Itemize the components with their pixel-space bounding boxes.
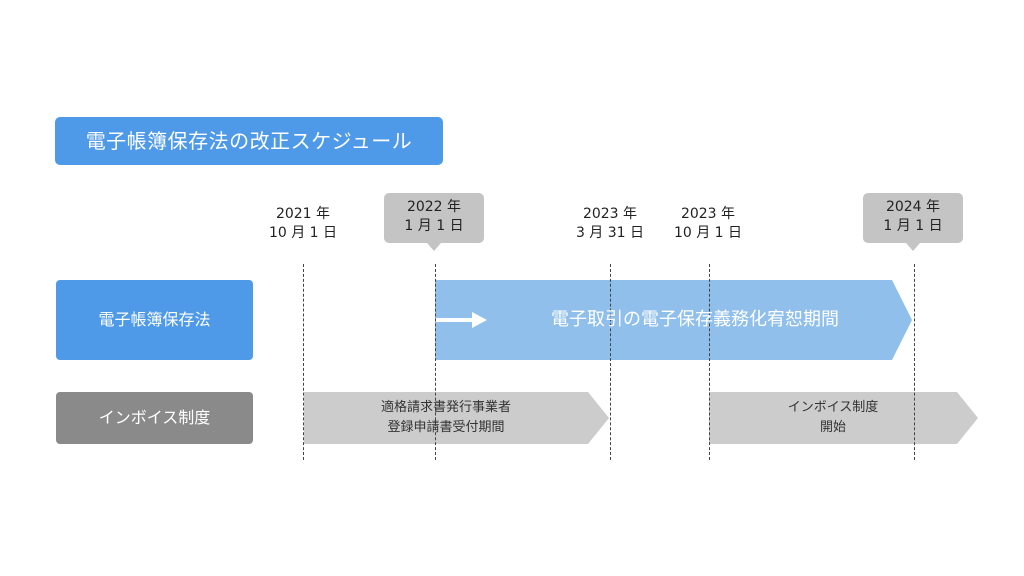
ebook-period-bar (435, 280, 912, 360)
divider-line (610, 264, 611, 460)
date-day: 1 月 1 日 (404, 218, 464, 234)
date-day: 10 月 1 日 (268, 225, 338, 241)
invoice-start-bar (709, 392, 978, 444)
ebook-period-text: 電子取引の電子保存義務化宥恕期間 (551, 309, 839, 330)
row-label-ebook: 電子帳簿保存法 (56, 280, 253, 360)
date-2023-10-01: 2023 年 10 月 1 日 (658, 205, 758, 243)
arrow-right-icon (436, 312, 487, 328)
date-day: 3 月 31 日 (575, 225, 645, 241)
date-year: 2022 年 (406, 199, 462, 215)
registration-line-1: 適格請求書発行事業者 (380, 400, 511, 415)
divider-line (303, 264, 304, 460)
divider-line (435, 264, 436, 460)
date-year: 2021 年 (275, 206, 331, 222)
date-2024-01-01: 2024 年 1 月 1 日 (863, 193, 963, 251)
page-title: 電子帳簿保存法の改正スケジュール (55, 117, 443, 165)
divider-line (709, 264, 710, 460)
date-2021-10-01: 2021 年 10 月 1 日 (253, 205, 353, 243)
invoice-start-text: インボイス制度 開始 (709, 398, 957, 438)
date-day: 1 月 1 日 (883, 218, 943, 234)
date-year: 2024 年 (885, 199, 941, 215)
invoice-start-line-1: インボイス制度 (787, 400, 879, 415)
date-2023-03-31: 2023 年 3 月 31 日 (560, 205, 660, 243)
date-year: 2023 年 (582, 206, 638, 222)
divider-line (914, 264, 915, 460)
date-day: 10 月 1 日 (673, 225, 743, 241)
registration-period-bar (304, 392, 609, 444)
invoice-start-line-2: 開始 (819, 420, 846, 435)
registration-line-2: 登録申請書受付期間 (387, 420, 505, 435)
registration-period-text: 適格請求書発行事業者 登録申請書受付期間 (304, 398, 588, 438)
date-2022-01-01: 2022 年 1 月 1 日 (384, 193, 484, 251)
row-label-invoice: インボイス制度 (56, 392, 253, 444)
date-year: 2023 年 (680, 206, 736, 222)
